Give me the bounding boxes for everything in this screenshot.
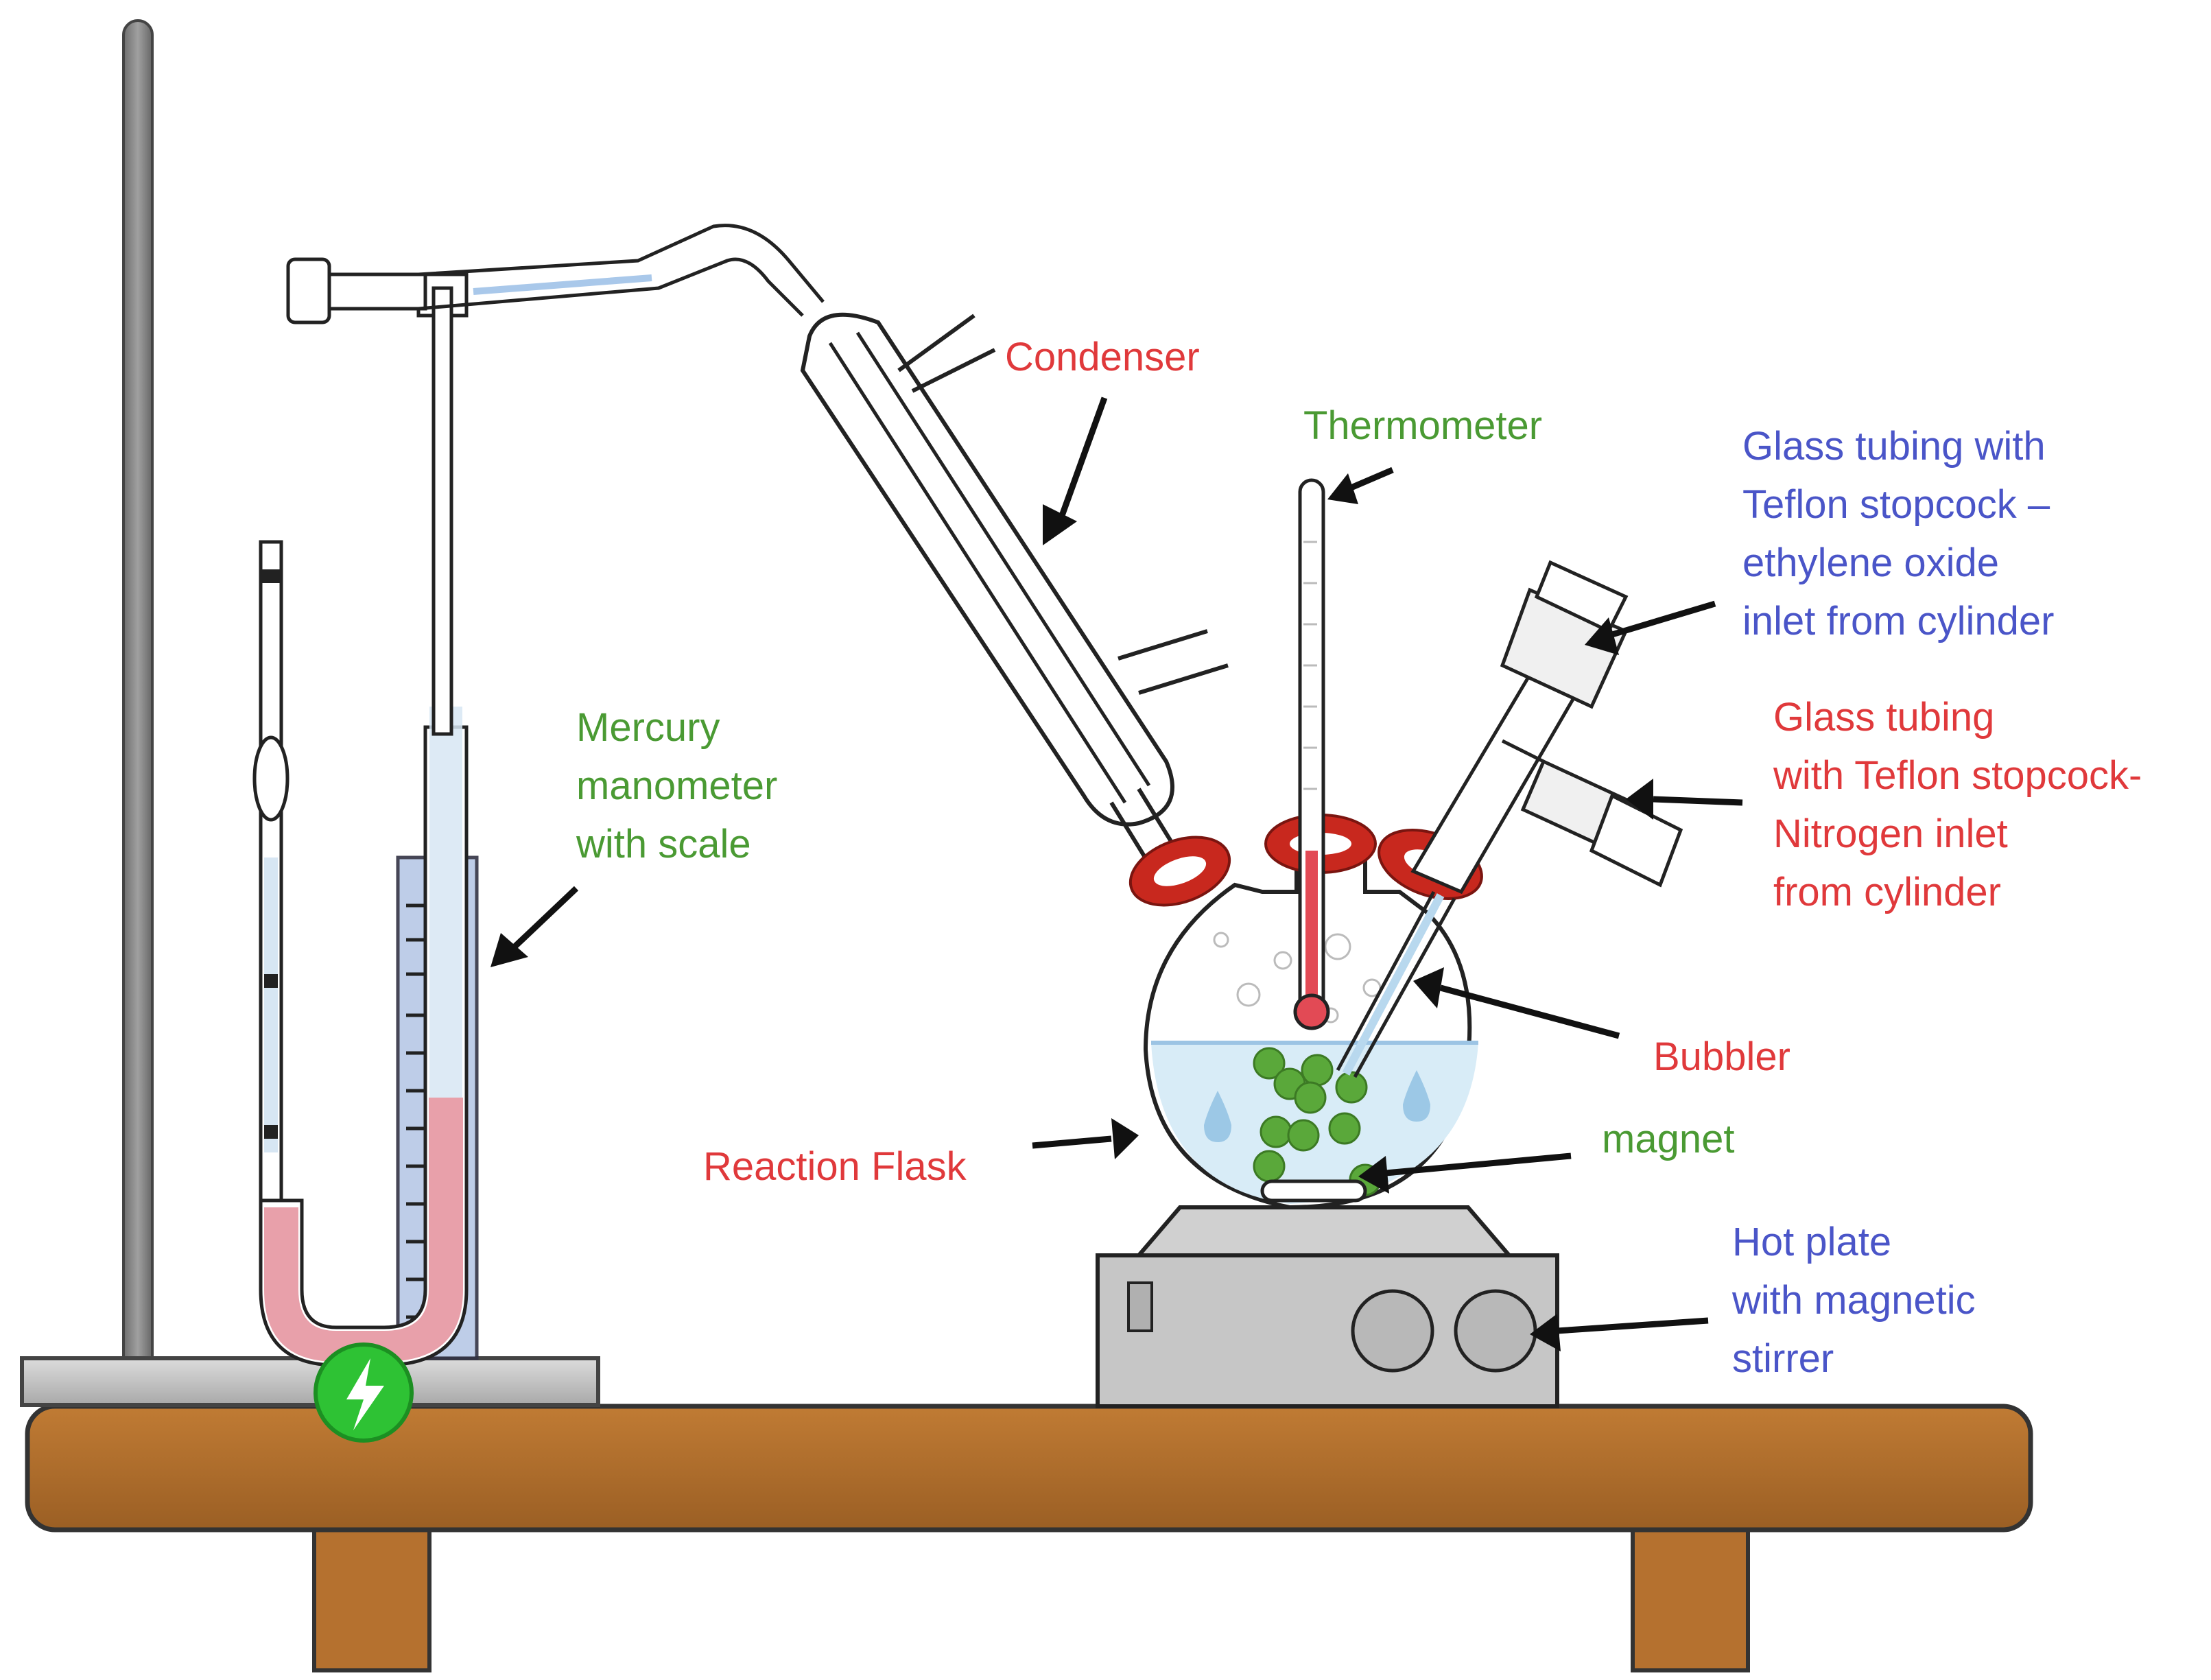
reaction-flask xyxy=(1128,814,1483,1210)
reactant-beads xyxy=(1253,1047,1382,1196)
table-leg-right xyxy=(1631,1514,1750,1672)
label-thermometer: Thermometer xyxy=(1303,403,1542,448)
stand-base xyxy=(20,1356,600,1407)
thermometer xyxy=(1293,478,1330,1030)
connecting-tube xyxy=(286,224,825,324)
label-manometer: Mercury manometer with scale xyxy=(576,705,788,866)
table-top xyxy=(25,1404,2033,1533)
table xyxy=(25,1404,2033,1672)
gas-inlet-tubing xyxy=(1336,560,1683,1078)
label-hot-plate: Hot plate with magnetic stirrer xyxy=(1731,1220,1987,1381)
label-magnet: magnet xyxy=(1602,1117,1734,1161)
stir-bar-magnet xyxy=(1260,1179,1367,1203)
label-bubbler: Bubbler xyxy=(1653,1034,1790,1079)
hot-plate-knob-1 xyxy=(1351,1289,1434,1373)
label-reaction-flask: Reaction Flask xyxy=(703,1144,967,1189)
label-condenser: Condenser xyxy=(1005,335,1200,379)
label-nitrogen-inlet: Glass tubing with Teflon stopcock- Nitro… xyxy=(1773,695,2153,914)
mercury-manometer xyxy=(252,272,479,1367)
stand-pole xyxy=(122,19,154,1380)
hot-plate-stirrer xyxy=(1096,1205,1559,1408)
table-leg-left xyxy=(312,1514,431,1672)
labels: Condenser Thermometer Glass tubing with … xyxy=(576,335,2153,1381)
hot-plate-knob-2 xyxy=(1454,1289,1537,1373)
lightning-badge-icon xyxy=(314,1342,414,1443)
retort-stand xyxy=(20,19,600,1407)
condenser xyxy=(800,312,1229,893)
label-ethylene-inlet: Glass tubing with Teflon stopcock – ethy… xyxy=(1742,424,2061,643)
annotation-arrows xyxy=(490,397,1743,1351)
